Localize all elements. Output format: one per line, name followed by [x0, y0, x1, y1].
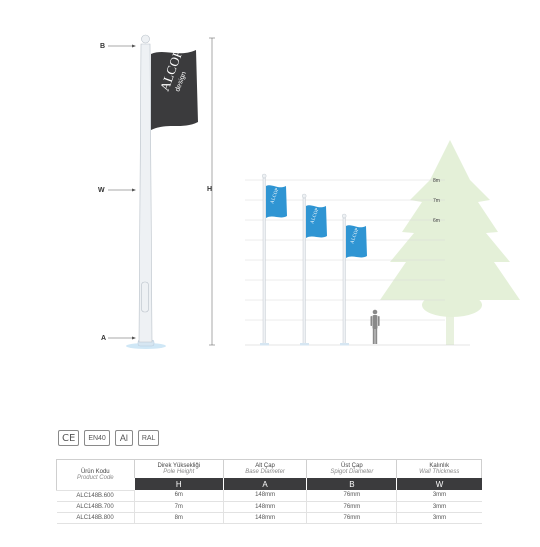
spec-table: Ürün Kodu Product Code Direk Yüksekliği … [56, 459, 482, 524]
column-header-product-code: Ürün Kodu Product Code [56, 459, 135, 491]
table-row: ALC148B.700 7m 148mm 76mm 3mm [56, 501, 482, 513]
dark-flag [151, 50, 198, 130]
letter-w: W [396, 478, 482, 490]
pole-illustration: ALCOP design B W A H [98, 34, 520, 349]
pole-shaft [138, 43, 153, 343]
certification-badges: CE EN40 Al RAL [58, 430, 160, 446]
dim-label-middle: W [98, 187, 105, 194]
column-header-spigot-diameter: Üst Çap Spigot Diameter [306, 459, 397, 478]
blue-flag-8m [266, 185, 287, 218]
table-header-row: Ürün Kodu Product Code Direk Yüksekliği … [56, 459, 482, 491]
tree-illustration [380, 140, 520, 345]
scale-comparison: 8m 7m 6m ALCOP ALCOP ALCOP [245, 140, 520, 346]
small-pole-8m: ALCOP [260, 173, 287, 346]
height-marker-6m: 6m [433, 218, 440, 224]
letter-b: B [306, 478, 397, 490]
table-row: ALC148B.800 8m 148mm 76mm 3mm [56, 512, 482, 524]
blue-flag-7m [306, 205, 327, 238]
pole-finial [141, 34, 150, 44]
dim-arrowhead-bottom [132, 336, 136, 340]
ce-mark-icon: CE [58, 430, 80, 446]
dim-label-top: B [100, 43, 105, 50]
dim-arrowhead-top [132, 44, 136, 48]
table-letter-row: H A B W [57, 478, 482, 490]
dim-arrowhead-middle [132, 188, 136, 192]
en40-badge: EN40 [84, 430, 110, 446]
main-pole-drawing: ALCOP design [126, 34, 198, 349]
letter-a: A [222, 478, 307, 490]
small-pole-7m: ALCOP [300, 193, 327, 346]
height-marker-8m: 8m [433, 178, 440, 184]
table-row: ALC148B.600 6m 148mm 76mm 3mm [56, 490, 482, 502]
svg-text:ALCOP: ALCOP [310, 207, 320, 224]
pole-access-door [141, 281, 149, 313]
person-silhouette [370, 309, 380, 344]
column-header-pole-height: Direk Yüksekliği Pole Height [133, 459, 224, 478]
dim-label-bottom: A [101, 335, 106, 342]
column-header-wall-thickness: Kalınlık Wall Thickness [396, 459, 482, 478]
small-pole-6m: ALCOP [340, 213, 367, 346]
column-header-base-diameter: Alt Çap Base Diameter [222, 459, 307, 478]
ral-badge: RAL [137, 430, 160, 446]
aluminium-badge: Al [114, 430, 133, 446]
dim-label-height: H [207, 186, 212, 193]
height-marker-7m: 7m [433, 198, 440, 204]
dimension-markers: B W A H [98, 37, 215, 346]
svg-text:ALCOP: ALCOP [270, 187, 280, 204]
letter-h: H [133, 478, 224, 490]
svg-text:ALCOP: ALCOP [350, 227, 360, 244]
blue-flag-6m [346, 225, 367, 258]
